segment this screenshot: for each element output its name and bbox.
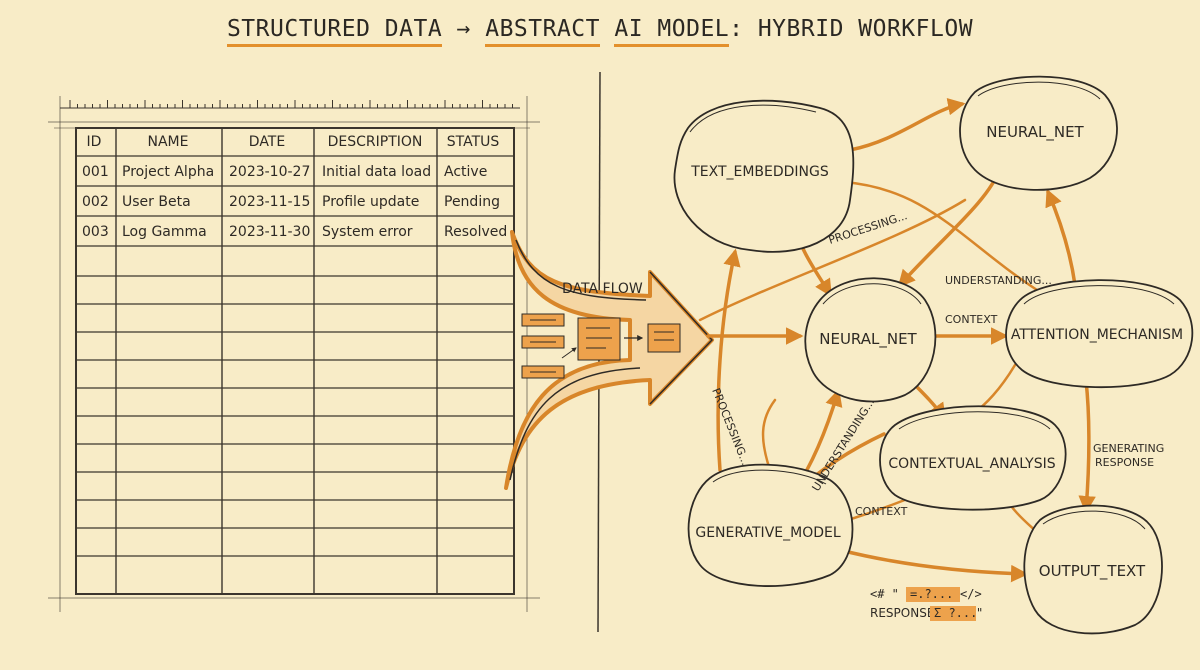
cell-name: Project Alpha xyxy=(122,164,214,180)
edge-attention-to-neuraltop xyxy=(1045,188,1077,287)
ruler-top xyxy=(60,100,520,109)
title-part-structured-data: STRUCTURED DATA xyxy=(226,16,443,47)
title-part-abstract: ABSTRACT xyxy=(485,16,600,47)
header-status: STATUS xyxy=(447,134,500,150)
node-output-text xyxy=(1023,504,1163,635)
edge-label-understanding-top: UNDERSTANDING... xyxy=(945,274,1052,287)
table-header-row: ID NAME DATE DESCRIPTION STATUS xyxy=(87,134,500,150)
node-label-neural-net-center: NEURAL_NET xyxy=(819,330,917,349)
node-text-embeddings xyxy=(673,99,855,253)
node-neural-net-center xyxy=(804,277,937,403)
cell-name: Log Gamma xyxy=(122,224,207,240)
edge-label-context-bottom: CONTEXT xyxy=(855,505,908,518)
edge-gen-to-embed xyxy=(716,248,741,472)
edge-label-context-center: CONTEXT xyxy=(945,313,998,326)
edge-embed-to-neural-top xyxy=(848,97,966,152)
cell-name: User Beta xyxy=(122,194,191,210)
cell-date: 2023-11-30 xyxy=(229,224,310,240)
header-id: ID xyxy=(87,134,102,150)
cell-id: 002 xyxy=(82,194,109,210)
cell-description: Profile update xyxy=(322,194,419,210)
data-flow-arrow xyxy=(504,230,714,490)
header-description: DESCRIPTION xyxy=(328,134,423,150)
response-line2-prefix: RESPONSE xyxy=(870,606,934,620)
edge-embed-to-attention xyxy=(843,180,1042,294)
node-label-generative-model: GENERATIVE_MODEL xyxy=(695,525,840,541)
diagram-title: STRUCTURED DATA → ABSTRACT AI MODEL: HYB… xyxy=(0,16,1200,47)
title-arrow: → xyxy=(442,16,486,42)
edge-attention-to-contextual xyxy=(973,363,1017,414)
node-label-contextual-analysis: CONTEXTUAL_ANALYSIS xyxy=(888,456,1055,472)
cell-status: Resolved xyxy=(444,224,507,240)
header-name: NAME xyxy=(148,134,189,150)
node-label-output-text: OUTPUT_TEXT xyxy=(1039,562,1146,581)
node-attention-mechanism xyxy=(1005,279,1194,389)
edge-label-processing-left: PROCESSING... xyxy=(709,386,752,467)
response-chip-2 xyxy=(930,606,976,621)
node-neural-net-top xyxy=(959,75,1118,191)
cell-date: 2023-10-27 xyxy=(229,164,310,180)
table-row: 003 Log Gamma 2023-11-30 System error Re… xyxy=(82,224,507,240)
table-row: 002 User Beta 2023-11-15 Profile update … xyxy=(82,194,500,210)
data-table xyxy=(48,96,540,612)
response-line2-suffix: " xyxy=(976,606,983,620)
cell-description: System error xyxy=(322,224,413,240)
title-part-hybrid-workflow: : HYBRID WORKFLOW xyxy=(729,16,974,42)
response-line1-suffix: </> xyxy=(960,587,982,601)
title-part-ai-model: AI MODEL xyxy=(614,16,730,47)
response-line2-chip: Σ ?... xyxy=(934,606,977,620)
data-flow-label: DATA FLOW xyxy=(562,281,643,297)
edge-gen-to-output xyxy=(838,548,1029,583)
response-line1-chip: =.?... xyxy=(910,587,953,601)
cell-date: 2023-11-15 xyxy=(229,194,310,210)
edge-attention-to-output xyxy=(1078,370,1096,514)
edge-label-response: RESPONSE xyxy=(1095,456,1154,469)
cell-id: 003 xyxy=(82,224,109,240)
header-date: DATE xyxy=(249,134,285,150)
node-label-text-embeddings: TEXT_EMBEDDINGS xyxy=(690,164,829,180)
edge-center-to-gen-loop xyxy=(761,398,777,472)
response-chip-1 xyxy=(906,587,960,602)
response-line1-prefix: <# " xyxy=(870,587,899,601)
response-snippet: <# " =.?... </> RESPONSE Σ ?... " xyxy=(870,587,983,621)
cell-id: 001 xyxy=(82,164,109,180)
table-row: 001 Project Alpha 2023-10-27 Initial dat… xyxy=(82,164,487,180)
node-label-attention-mechanism: ATTENTION_MECHANISM xyxy=(1011,327,1183,343)
data-chips xyxy=(521,313,681,379)
node-contextual-analysis xyxy=(879,405,1067,511)
edge-label-generating: GENERATING xyxy=(1093,442,1164,455)
node-label-neural-net-top: NEURAL_NET xyxy=(986,123,1084,142)
cell-description: Initial data load xyxy=(322,164,431,180)
cell-status: Active xyxy=(444,164,487,180)
cell-status: Pending xyxy=(444,194,500,210)
node-generative-model xyxy=(687,463,854,587)
